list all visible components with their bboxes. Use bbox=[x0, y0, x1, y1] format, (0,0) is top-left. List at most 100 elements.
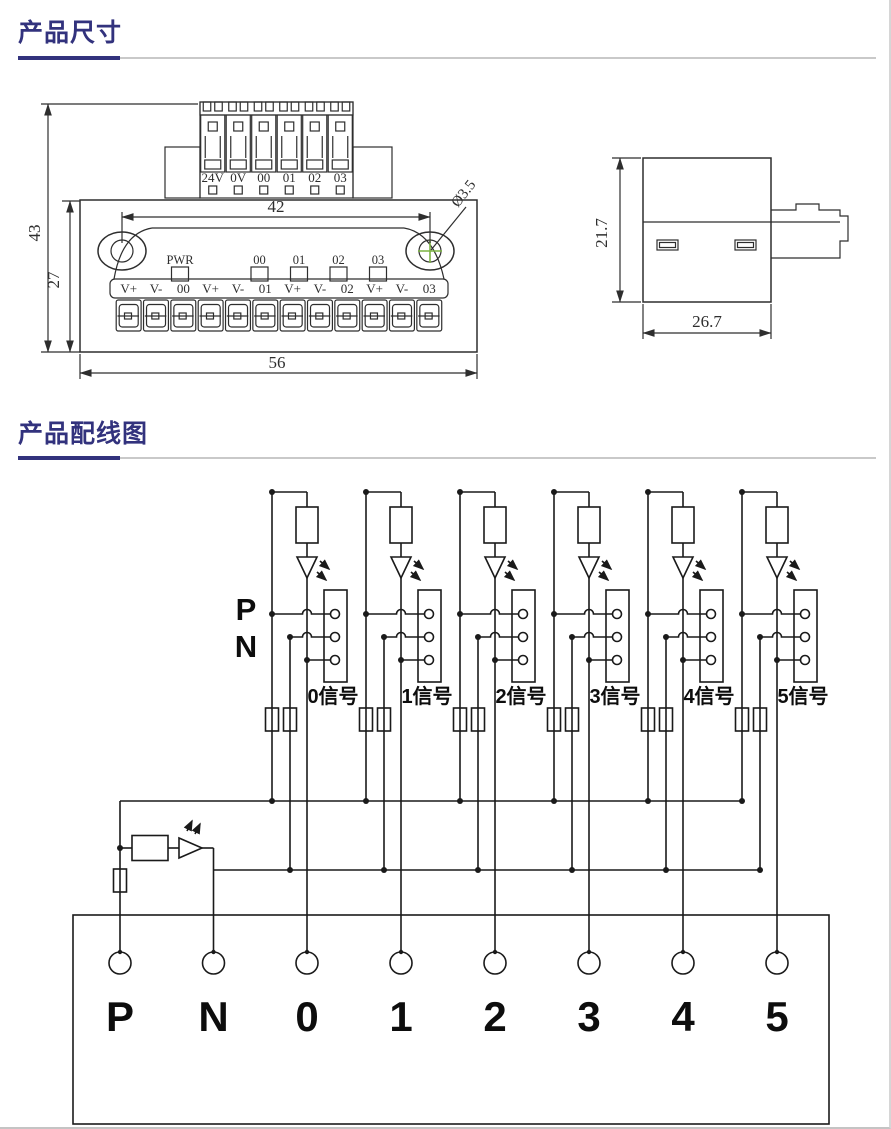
junction-dot bbox=[287, 634, 293, 640]
terminal-slot bbox=[306, 299, 334, 332]
led-light-arrow-icon bbox=[785, 570, 798, 582]
led-indicator-label: 01 bbox=[293, 253, 306, 267]
channel-label: 0信号 bbox=[307, 684, 358, 708]
channel-fuse bbox=[282, 707, 298, 732]
led-light-arrow-icon bbox=[503, 570, 516, 582]
terminal-slot bbox=[115, 299, 142, 332]
terminal-circle bbox=[201, 951, 226, 975]
channel-label: 4信号 bbox=[683, 684, 734, 708]
dim-hole-diameter: Ø3.5 bbox=[430, 177, 480, 251]
channel-fuse bbox=[546, 707, 562, 732]
channel-led bbox=[295, 556, 319, 580]
junction-dot bbox=[269, 489, 275, 495]
plug-pin-label: 01 bbox=[283, 170, 296, 185]
terminal-circle bbox=[108, 951, 132, 975]
channel-label: 3信号 bbox=[589, 684, 640, 708]
wiring-channel: 1信号 bbox=[358, 489, 453, 952]
junction-dot bbox=[569, 867, 575, 873]
plug-pin-label: 03 bbox=[334, 170, 347, 185]
terminal-row-label: V- bbox=[396, 281, 409, 296]
terminal-label: N bbox=[198, 993, 228, 1040]
plug-pin-label: 02 bbox=[308, 170, 321, 185]
dim-body-width: 56 bbox=[79, 353, 478, 379]
connector-pin bbox=[423, 631, 435, 643]
terminal-row-label: V+ bbox=[202, 281, 219, 296]
terminal-label: 4 bbox=[671, 993, 695, 1040]
plug-right-shoulder bbox=[352, 146, 393, 199]
channel-led bbox=[483, 556, 507, 580]
sensor-connector bbox=[323, 589, 348, 683]
connector-pin bbox=[799, 654, 811, 666]
terminal-circle bbox=[671, 951, 695, 975]
power-fuse bbox=[112, 868, 128, 893]
led-indicator-label: 03 bbox=[372, 253, 385, 267]
connector-pin bbox=[329, 654, 341, 666]
plug-pin-label: 24V bbox=[202, 170, 225, 185]
channel-label: 1信号 bbox=[401, 684, 452, 708]
connector-pin bbox=[799, 608, 811, 620]
dim-hole-diameter-value: Ø3.5 bbox=[449, 177, 480, 210]
junction-dot bbox=[774, 657, 780, 663]
led-indicator-square bbox=[329, 266, 348, 282]
channel-resistor bbox=[389, 506, 413, 544]
terminal-row-label: V+ bbox=[366, 281, 383, 296]
junction-dot bbox=[475, 634, 481, 640]
junction-dot bbox=[475, 867, 481, 873]
led-light-arrow-icon bbox=[315, 570, 328, 582]
terminal-row-label: V+ bbox=[120, 281, 137, 296]
led-light-arrow-icon bbox=[183, 819, 193, 832]
led-light-arrow-icon bbox=[506, 559, 519, 571]
terminal-row-label: 01 bbox=[259, 281, 272, 296]
dim-body-width-value: 56 bbox=[269, 353, 286, 372]
channel-resistor bbox=[577, 506, 601, 544]
dimensions-title-underline-gray bbox=[18, 57, 876, 59]
terminal-circle bbox=[765, 951, 789, 975]
junction-dot bbox=[645, 611, 651, 617]
terminal-row-label: 03 bbox=[423, 281, 436, 296]
channel-fuse bbox=[734, 707, 750, 732]
junction-dot bbox=[363, 798, 369, 804]
wiring-title-underline-gray bbox=[18, 457, 876, 459]
bottom-terminal: 1 bbox=[389, 949, 413, 1040]
bottom-terminal: 2 bbox=[483, 949, 507, 1040]
terminal-slots bbox=[115, 299, 443, 332]
dim-total-height: 43 bbox=[25, 103, 198, 353]
channel-label: 2信号 bbox=[495, 684, 546, 708]
connector-pin bbox=[329, 631, 341, 643]
terminal-row-label: V- bbox=[232, 281, 245, 296]
bottom-terminal: 0 bbox=[295, 949, 319, 1040]
led-light-arrow-icon bbox=[412, 559, 425, 571]
n-row-label: N bbox=[235, 629, 257, 664]
connector-pin bbox=[329, 608, 341, 620]
led-light-arrow-icon bbox=[409, 570, 422, 582]
channel-led bbox=[577, 556, 601, 580]
wiring-channel: 5信号 bbox=[734, 489, 829, 952]
connector-pin bbox=[423, 654, 435, 666]
channel-fuse bbox=[452, 707, 468, 732]
terminal-row-label: 02 bbox=[341, 281, 354, 296]
junction-dot bbox=[739, 798, 745, 804]
wiring-channel: 3信号 bbox=[546, 489, 641, 952]
terminal-label: 2 bbox=[483, 993, 506, 1040]
dim-side-depth-value: 26.7 bbox=[692, 312, 722, 331]
sensor-connector bbox=[605, 589, 630, 683]
wiring-channel: 2信号 bbox=[452, 489, 547, 952]
dimensions-title-underline-blue bbox=[18, 56, 120, 60]
bottom-terminal: P bbox=[106, 949, 134, 1040]
plug-pin-label: 00 bbox=[257, 170, 270, 185]
channel-label: 5信号 bbox=[777, 684, 828, 708]
terminal-label-strip bbox=[109, 278, 449, 299]
led-light-arrow-icon bbox=[694, 559, 707, 571]
plug-clamp-cell: 03 bbox=[327, 101, 353, 195]
led-light-arrow-icon bbox=[788, 559, 801, 571]
terminal-label: 1 bbox=[389, 993, 412, 1040]
led-light-arrow-icon bbox=[191, 822, 201, 835]
led-light-arrow-icon bbox=[691, 570, 704, 582]
plug-clamp-cell: 0V bbox=[225, 101, 251, 195]
